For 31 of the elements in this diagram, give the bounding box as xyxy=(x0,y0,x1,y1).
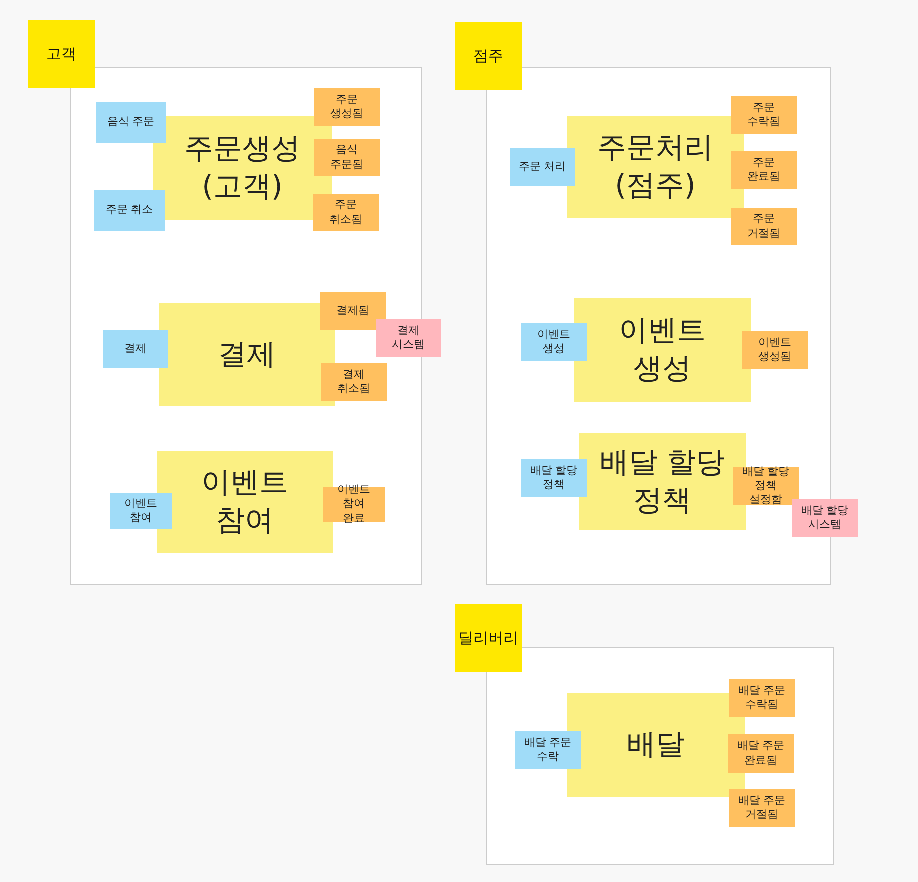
command-sticky-note: 주문 취소 xyxy=(94,190,165,231)
command-sticky-note: 이벤트 참여 xyxy=(110,493,172,529)
event-sticky-note: 배달 주문 수락됨 xyxy=(729,679,795,717)
event-sticky-note: 배달 주문 완료됨 xyxy=(728,734,794,773)
aggregate-sticky-note: 결제 xyxy=(159,303,335,406)
command-sticky-note: 배달 주문 수락 xyxy=(515,731,581,769)
external-system-sticky-note: 결제 시스템 xyxy=(376,319,441,357)
event-sticky-note: 주문 취소됨 xyxy=(313,194,379,231)
aggregate-sticky-note: 이벤트 참여 xyxy=(157,451,333,553)
event-sticky-note: 이벤트 생성됨 xyxy=(742,331,808,369)
event-sticky-note: 주문 완료됨 xyxy=(731,151,797,189)
event-sticky-note: 주문 생성됨 xyxy=(314,88,380,126)
event-sticky-note: 이벤트 참여 완료 xyxy=(323,487,385,522)
actor-sticky-note: 딜리버리 xyxy=(455,604,522,672)
command-sticky-note: 배달 할당 정책 xyxy=(521,459,587,497)
event-sticky-note: 주문 수락됨 xyxy=(731,96,797,134)
event-sticky-note: 배달 주문 거절됨 xyxy=(729,789,795,827)
command-sticky-note: 주문 처리 xyxy=(510,148,575,186)
event-sticky-note: 배달 할당 정책 설정함 xyxy=(733,467,799,505)
event-sticky-note: 결제됨 xyxy=(320,292,386,330)
aggregate-sticky-note: 이벤트 생성 xyxy=(574,298,751,402)
actor-sticky-note: 점주 xyxy=(455,22,522,90)
command-sticky-note: 결제 xyxy=(103,330,168,368)
actor-sticky-note: 고객 xyxy=(28,20,95,88)
command-sticky-note: 음식 주문 xyxy=(96,102,166,143)
command-sticky-note: 이벤트 생성 xyxy=(521,323,587,361)
event-sticky-note: 결제 취소됨 xyxy=(321,363,387,401)
external-system-sticky-note: 배달 할당 시스템 xyxy=(792,499,858,537)
event-sticky-note: 음식 주문됨 xyxy=(314,139,380,176)
aggregate-sticky-note: 주문처리 (점주) xyxy=(567,116,744,218)
event-sticky-note: 주문 거절됨 xyxy=(731,208,797,245)
